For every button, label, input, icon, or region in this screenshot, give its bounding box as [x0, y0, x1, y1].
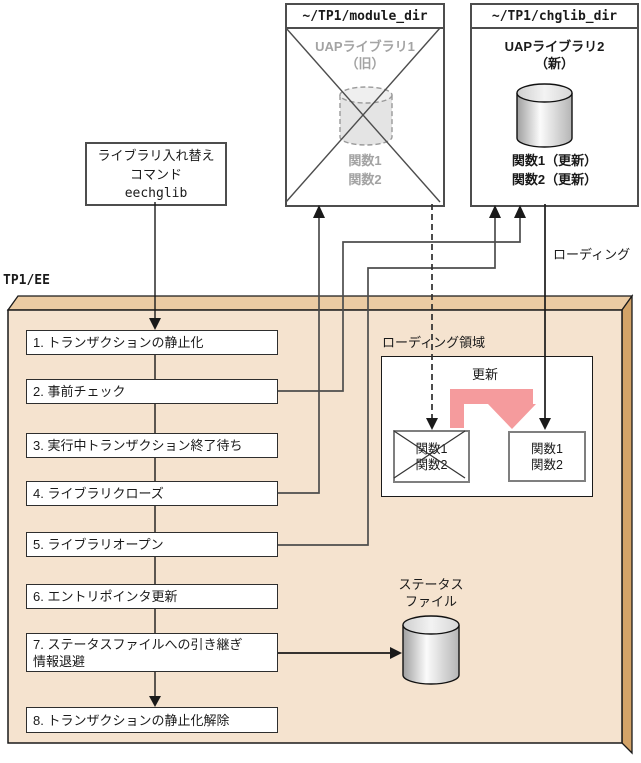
new-library-box: ~/TP1/chglib_dir UAPライブラリ2 （新） 関数1（更新） 関…	[470, 3, 639, 207]
step-4-library-close: 4. ライブラリクローズ	[26, 481, 278, 506]
step-5-library-open: 5. ライブラリオープン	[26, 532, 278, 557]
command-name: eechglib	[124, 185, 188, 201]
step7-arrowhead	[390, 647, 402, 659]
step7-to-step8-arrowhead	[149, 696, 161, 707]
new-library-dir-title: ~/TP1/chglib_dir	[472, 5, 637, 29]
status-file-label: ステータス ファイル	[398, 577, 464, 609]
step-6-entry-pointer-update: 6. エントリポインタ更新	[26, 584, 278, 609]
tp1ee-panel-top-face	[6, 295, 634, 311]
library-replace-command-box: ライブラリ入れ替え コマンド eechglib	[85, 142, 227, 206]
status-file-cylinder-icon	[402, 615, 460, 685]
loading-old-module-box: 関数1 関数2	[393, 430, 470, 483]
loading-label: ローディング	[553, 247, 631, 262]
new-library-functions: 関数1（更新） 関数2（更新）	[511, 153, 598, 187]
command-box-line1: ライブラリ入れ替え	[97, 147, 215, 163]
old-library-box: ~/TP1/module_dir UAPライブラリ1 （旧） 関数1 関数2	[285, 3, 445, 207]
old-library-dir-title: ~/TP1/module_dir	[287, 5, 443, 29]
command-to-step1-arrowhead	[149, 318, 161, 330]
tp1ee-label: TP1/EE	[3, 273, 50, 288]
step-3-wait-running-transactions: 3. 実行中トランザクション終了待ち	[26, 433, 278, 458]
new-library-name: UAPライブラリ2 （新）	[504, 39, 605, 71]
old-library-functions: 関数1 関数2	[348, 153, 382, 187]
update-label: 更新	[471, 367, 498, 382]
step-7-save-status-file-info: 7. ステータスファイルへの引き継ぎ 情報退避	[26, 633, 278, 672]
step4-to-old-library-line	[278, 218, 320, 494]
loading-new-module-box: 関数1 関数2	[508, 431, 586, 482]
step-1-quiesce-transactions: 1. トランザクションの静止化	[26, 330, 278, 355]
step-2-pre-check: 2. 事前チェック	[26, 379, 278, 404]
loading-area-label: ローディング領域	[382, 335, 486, 350]
tp1ee-panel-side-face	[621, 293, 633, 755]
command-box-line2: コマンド	[129, 166, 182, 182]
old-library-name: UAPライブラリ1 （旧）	[315, 39, 415, 71]
step-8-release-quiesce: 8. トランザクションの静止化解除	[26, 707, 278, 733]
